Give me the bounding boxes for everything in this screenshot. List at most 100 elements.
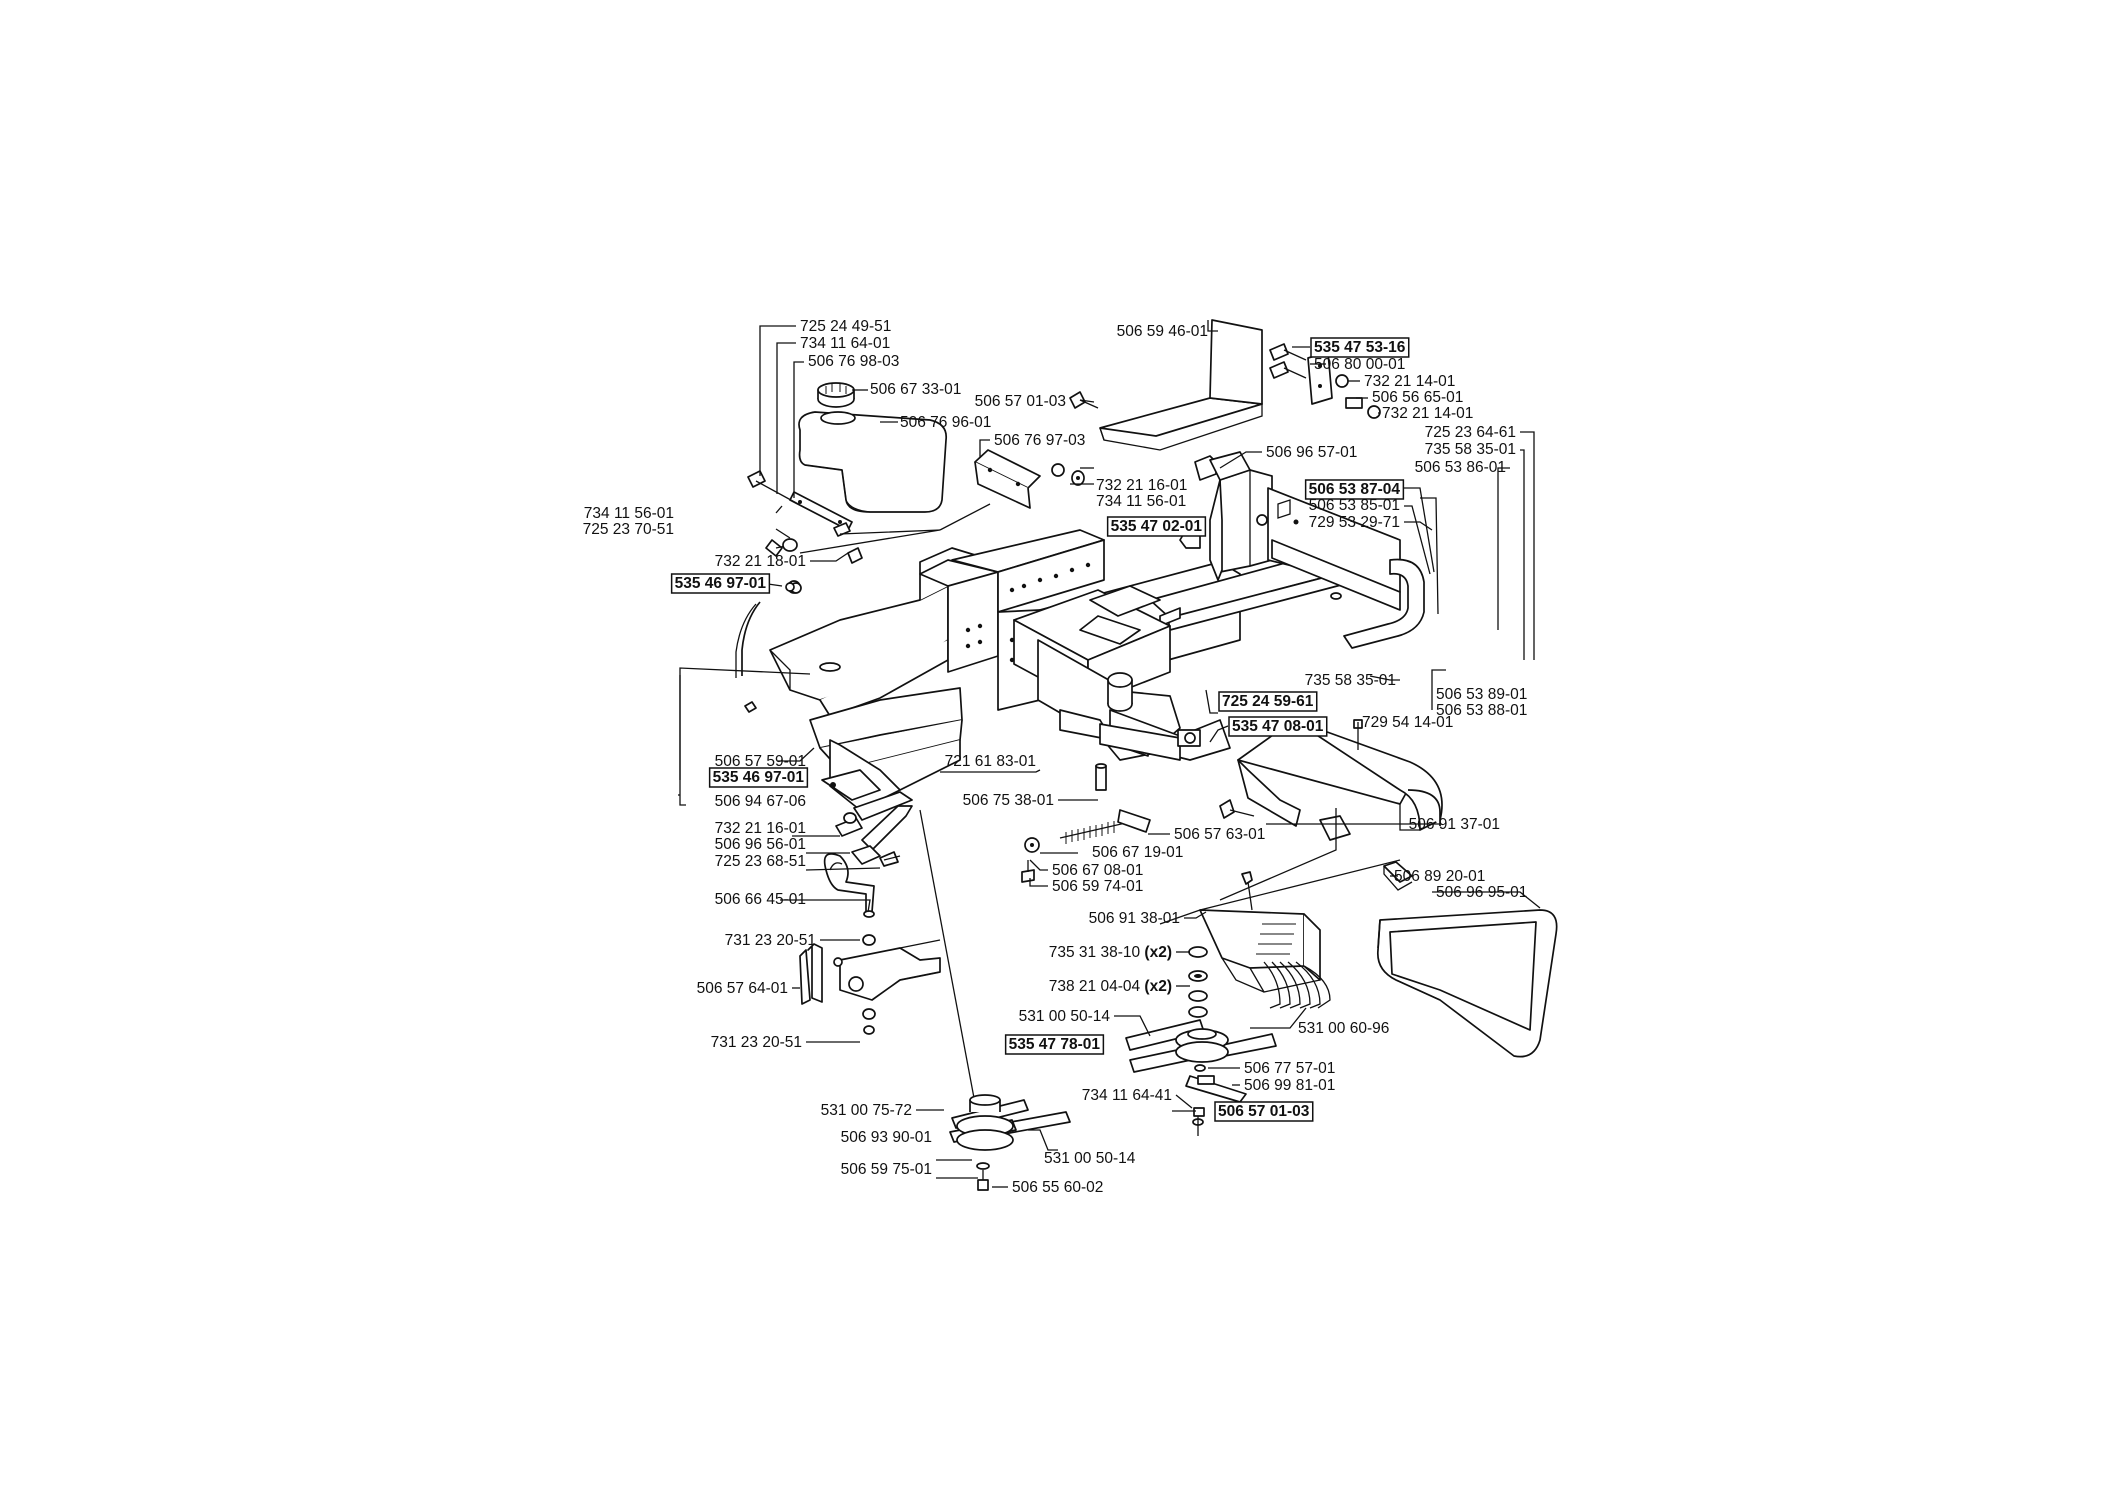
- part-callout: 506 57 63-01: [1174, 826, 1265, 843]
- part-callout: 506 77 57-01: [1244, 1060, 1335, 1077]
- boxed-callout-frame: [708, 767, 809, 788]
- part-callout: 531 00 60-96: [1298, 1020, 1389, 1037]
- part-number-label: 535 46 97-01: [713, 769, 805, 786]
- part-callout: 506 57 64-01: [697, 980, 788, 997]
- part-callout: 734 11 56-01: [584, 505, 674, 522]
- quantity-suffix: (x2): [1140, 978, 1172, 995]
- part-number-label: 506 76 98-03: [808, 353, 899, 370]
- part-callout: 506 67 19-01: [1092, 844, 1183, 861]
- part-callout: 506 99 81-01: [1244, 1077, 1335, 1094]
- fuel-cap: [817, 382, 855, 408]
- part-callout: 535 46 97-01: [670, 573, 771, 594]
- part-callout: 535 47 02-01: [1106, 516, 1207, 537]
- part-number-label: 732 21 16-01: [1096, 477, 1187, 494]
- boxed-callout-frame: [670, 573, 771, 594]
- part-number-label: 506 56 65-01: [1372, 389, 1463, 406]
- tank-strap: [789, 491, 853, 531]
- part-number-label: 506 57 59-01: [715, 753, 806, 770]
- part-callout: 506 91 37-01: [1409, 816, 1500, 833]
- boxed-callout-frame: [1304, 479, 1405, 500]
- part-callout: 725 23 68-51: [715, 853, 806, 870]
- part-number-label: 535 46 97-01: [675, 575, 767, 592]
- seat-pan: [1099, 319, 1263, 451]
- part-number-label: 725 23 68-51: [715, 853, 806, 870]
- part-callout: 729 54 14-01: [1362, 714, 1453, 731]
- blade-housing: [1199, 871, 1331, 1009]
- part-callout: 506 57 01-03: [975, 393, 1066, 410]
- part-number-label: 732 21 14-01: [1364, 373, 1455, 390]
- part-number-label: 506 91 37-01: [1409, 816, 1500, 833]
- part-number-label: 506 67 08-01: [1052, 862, 1143, 879]
- part-number-label: 506 76 97-03: [994, 432, 1085, 449]
- part-number-label: 731 23 20-51: [725, 932, 816, 949]
- part-number-label: 506 76 96-01: [900, 414, 991, 431]
- part-callout: 506 59 75-01: [841, 1161, 932, 1178]
- part-number-label: 506 53 86-01: [1415, 459, 1506, 476]
- part-number-label: 535 47 08-01: [1232, 718, 1324, 735]
- part-number-label: 531 00 50-14: [1019, 1008, 1111, 1025]
- part-number-label: 506 59 75-01: [841, 1161, 932, 1178]
- part-number-label: 506 53 85-01: [1309, 497, 1400, 514]
- part-number-label: 734 11 56-01: [1096, 493, 1186, 510]
- part-callout: 506 76 96-01: [900, 414, 991, 431]
- pedal-spring: [1021, 763, 1151, 883]
- part-callout: 734 11 64-01: [800, 335, 890, 352]
- part-number-label: 506 57 01-03: [975, 393, 1066, 410]
- part-callout: 506 66 45-01: [715, 891, 806, 908]
- part-number-label: 506 57 01-03: [1218, 1103, 1310, 1120]
- part-number-label: 734 11 64-01: [800, 335, 890, 352]
- part-number-label: 506 57 64-01: [697, 980, 788, 997]
- left-bracket: [835, 791, 913, 867]
- part-number-label: 506 93 90-01: [841, 1129, 932, 1146]
- rear-guard: [1237, 719, 1443, 841]
- part-callout: 535 47 08-01: [1228, 716, 1328, 737]
- part-callout: 506 75 38-01: [963, 792, 1054, 809]
- bearing-stack: [1188, 946, 1208, 1018]
- fuel-hose: [735, 582, 802, 713]
- drive-belt-line: [919, 809, 981, 1131]
- part-callout: 735 31 38-10 (x2): [1049, 944, 1172, 961]
- part-callout: 506 53 87-04: [1304, 479, 1405, 500]
- part-number-label: 732 21 14-01: [1382, 405, 1473, 422]
- part-callout: 506 93 90-01: [841, 1129, 932, 1146]
- part-number-label: 506 80 00-01: [1314, 356, 1405, 373]
- part-callout: 732 21 14-01: [1382, 405, 1473, 422]
- part-number-label: 725 24 59-61: [1222, 693, 1314, 710]
- part-number-label: 735 58 35-01: [1425, 441, 1516, 458]
- part-callout: 506 53 86-01: [1415, 459, 1506, 476]
- part-callout: 725 23 70-51: [583, 521, 674, 538]
- part-callout: 506 67 33-01: [870, 381, 961, 398]
- part-callout: 506 91 38-01: [1089, 910, 1180, 927]
- part-number-label: 506 57 63-01: [1174, 826, 1265, 843]
- part-number-label: 506 96 56-01: [715, 836, 806, 853]
- part-number-label: 535 47 53-16: [1314, 339, 1406, 356]
- part-number-label: 531 00 75-72: [821, 1102, 912, 1119]
- part-callout: 725 23 64-61: [1425, 424, 1516, 441]
- main-frame: [769, 451, 1425, 811]
- part-callout: 506 67 08-01: [1052, 862, 1143, 879]
- part-callout: 506 94 67-06: [715, 793, 806, 810]
- part-number-label: 506 59 46-01: [1117, 323, 1208, 340]
- part-callout: 732 21 14-01: [1364, 373, 1455, 390]
- part-callout: 506 59 46-01: [1117, 323, 1208, 340]
- part-number-label: 506 55 60-02: [1012, 1179, 1103, 1196]
- part-callout: 734 11 64-41: [1082, 1087, 1172, 1104]
- part-number-label: 732 21 18-01: [715, 553, 806, 570]
- seat-bolt: [1069, 391, 1099, 409]
- part-number-label: 531 00 50-14: [1044, 1150, 1136, 1167]
- part-number-label: 506 99 81-01: [1244, 1077, 1335, 1094]
- part-callout: 535 47 78-01: [1004, 1034, 1105, 1055]
- part-number-label: 734 11 64-41: [1082, 1087, 1172, 1104]
- part-callout: 725 24 49-51: [800, 318, 891, 335]
- side-cover: [1376, 909, 1558, 1058]
- part-callout: 732 21 16-01: [715, 820, 806, 837]
- leader-lines: [678, 320, 1541, 1188]
- part-callout: 535 47 53-16: [1310, 337, 1410, 358]
- height-lever: [799, 939, 941, 1005]
- part-callout: 729 53 29-71: [1309, 514, 1400, 531]
- part-number-label: 506 53 88-01: [1436, 702, 1527, 719]
- parts-drawing: [735, 319, 1558, 1191]
- part-number-label: 506 67 33-01: [870, 381, 961, 398]
- tank-bolts: [747, 470, 863, 594]
